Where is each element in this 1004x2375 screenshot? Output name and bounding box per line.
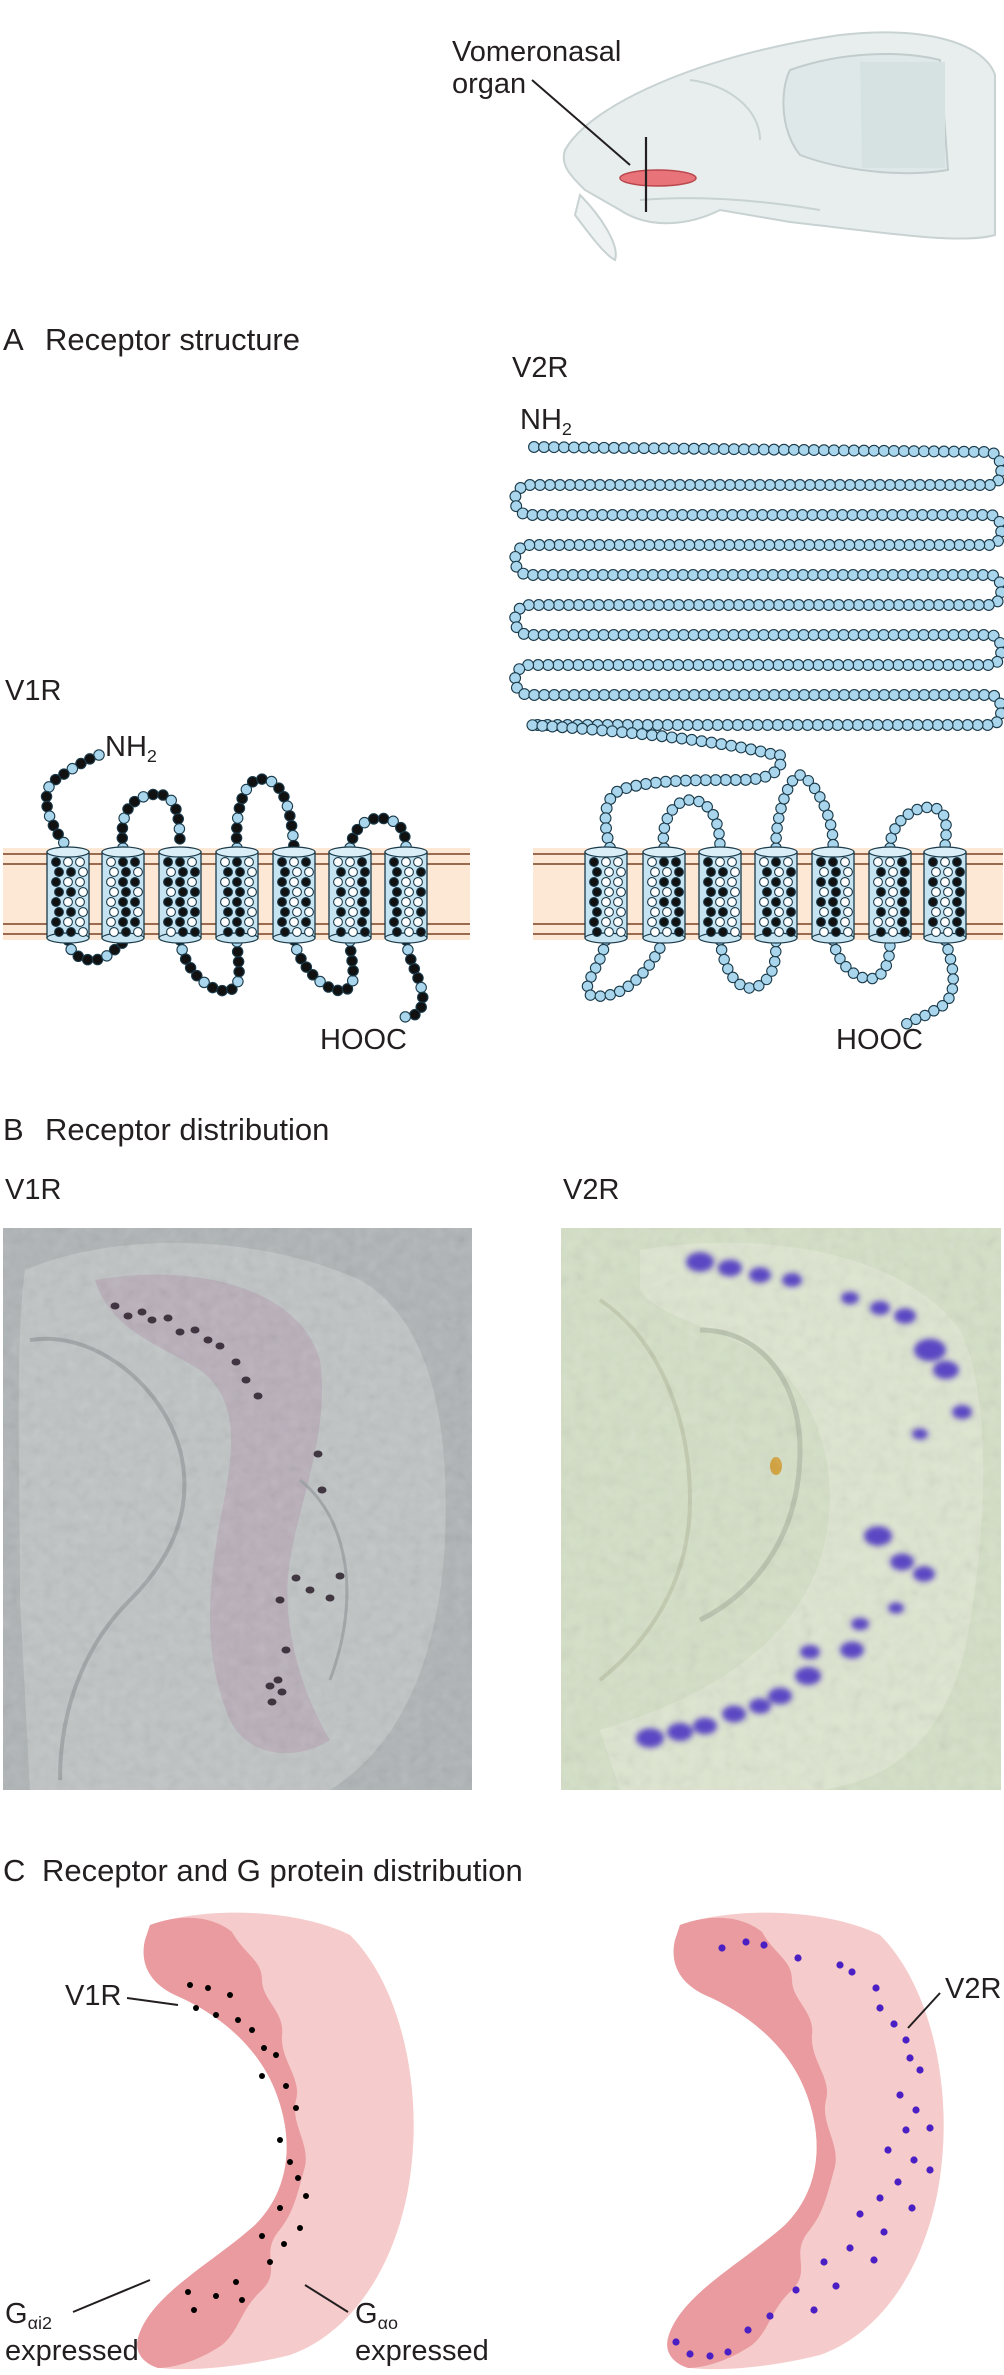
skull-illustration xyxy=(531,31,996,262)
v1r-nh2-label: NH2 xyxy=(105,731,157,766)
v2r-nh-text: NH xyxy=(520,404,562,436)
gai2-sub: αi2 xyxy=(27,2313,52,2334)
gao-label: Gαo xyxy=(355,2298,398,2333)
v2r-micrograph xyxy=(561,1228,1001,1790)
gai2-label: Gαi2 xyxy=(5,2298,52,2333)
v2r-nh-sub: 2 xyxy=(561,419,572,440)
v2r-protein xyxy=(509,441,1004,1030)
vomeronasal-organ-shape xyxy=(619,169,697,187)
panel-b-v1r-label: V1R xyxy=(5,1174,62,1206)
v1r-structure-label: V1R xyxy=(5,675,62,707)
v1r-nh-text: NH xyxy=(105,731,147,763)
panel-c-left-crescent xyxy=(72,1912,414,2370)
v2r-nh2-label: NH2 xyxy=(520,404,572,439)
panel-b-title: Receptor distribution xyxy=(45,1112,330,1147)
v1r-protein xyxy=(40,749,429,1023)
gao-expressed-label: expressed xyxy=(355,2335,489,2367)
panel-c-letter: C xyxy=(3,1853,26,1888)
panel-b-v2r-label: V2R xyxy=(563,1174,620,1206)
panel-c-v2r-label: V2R xyxy=(945,1973,1002,2005)
vomeronasal-label-line1: Vomeronasal xyxy=(452,36,622,68)
gao-sub: αo xyxy=(377,2313,398,2334)
panel-b-letter: B xyxy=(3,1112,24,1147)
gai2-g: G xyxy=(5,2298,28,2330)
v1r-nh-sub: 2 xyxy=(146,746,157,767)
v1r-hooc-label: HOOC xyxy=(320,1024,407,1056)
v2r-structure-label: V2R xyxy=(512,352,569,384)
panel-a-letter: A xyxy=(3,322,24,357)
gai2-expressed-label: expressed xyxy=(5,2335,139,2367)
v2r-hooc-label: HOOC xyxy=(836,1024,923,1056)
panel-c-v1r-label: V1R xyxy=(65,1980,122,2012)
panel-c-right-crescent xyxy=(667,1912,944,2370)
v1r-micrograph xyxy=(3,1228,472,1790)
gao-g: G xyxy=(355,2298,378,2330)
vomeronasal-label-line2: organ xyxy=(452,68,527,100)
panel-c-title: Receptor and G protein distribution xyxy=(42,1853,523,1888)
panel-a-title: Receptor structure xyxy=(45,322,300,357)
panel-a-diagram xyxy=(3,441,1004,1030)
